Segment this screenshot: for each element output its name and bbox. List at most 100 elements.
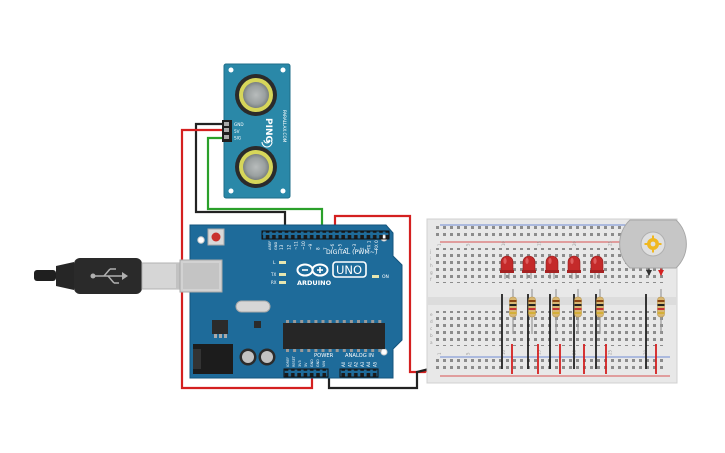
column-number: 10 bbox=[501, 349, 506, 355]
rx-led bbox=[279, 281, 286, 284]
power-header[interactable] bbox=[283, 368, 329, 378]
tx-led bbox=[279, 273, 286, 276]
row-letter: d bbox=[430, 319, 433, 324]
digital-pin-label: 4 bbox=[345, 247, 350, 250]
gear-icon bbox=[644, 235, 662, 253]
resistor[interactable] bbox=[657, 289, 665, 334]
top-power-rail[interactable] bbox=[436, 226, 667, 240]
row-letter: a bbox=[430, 340, 433, 345]
digital-pin-label: 7 bbox=[323, 247, 328, 250]
resistors bbox=[509, 289, 665, 334]
mount-hole bbox=[228, 67, 234, 73]
column-number: 1 bbox=[437, 352, 442, 355]
wire-sensor-5v[interactable] bbox=[180, 128, 314, 390]
small-chip bbox=[254, 321, 261, 328]
capacitor bbox=[239, 348, 257, 366]
uno-text: UNO bbox=[336, 263, 362, 277]
reset-button[interactable] bbox=[207, 228, 225, 246]
red-led[interactable] bbox=[500, 255, 514, 279]
resistor[interactable] bbox=[528, 289, 536, 334]
column-number: 15 bbox=[536, 349, 541, 355]
transducer-top bbox=[235, 74, 277, 116]
digital-pin-label: ~10 bbox=[301, 241, 306, 250]
l-led-label: L bbox=[273, 260, 276, 266]
analog-pin-label: A1 bbox=[347, 361, 352, 367]
row-letter: f bbox=[430, 277, 432, 282]
on-led bbox=[372, 275, 379, 278]
analog-pin-label: A4 bbox=[366, 361, 371, 367]
power-pin-label: IOREF bbox=[286, 357, 290, 367]
crystal bbox=[235, 300, 271, 313]
digital-pin-label: 8 bbox=[316, 247, 321, 250]
voltage-regulator bbox=[212, 320, 228, 334]
digital-pin-label: 13 bbox=[279, 244, 284, 250]
uno-badge: UNO bbox=[332, 261, 367, 278]
resistor[interactable] bbox=[509, 289, 517, 334]
ping-title: PING bbox=[263, 118, 273, 143]
usb-icon bbox=[90, 268, 128, 284]
column-number: 15 bbox=[536, 240, 541, 246]
digital-pin-label: 2 bbox=[359, 247, 364, 250]
column-number: 10 bbox=[501, 240, 506, 246]
sensor-pin-label: SIG bbox=[234, 136, 241, 141]
resistor[interactable] bbox=[574, 289, 582, 334]
breadboard-jumper-wires bbox=[501, 294, 657, 374]
column-number: 25 bbox=[607, 240, 612, 246]
ping-wave-icon bbox=[261, 139, 273, 148]
ping-maker: PARALLAX.COM bbox=[282, 110, 287, 143]
wire-sensor-sig[interactable] bbox=[206, 136, 324, 233]
row-letter: g bbox=[430, 270, 433, 275]
column-number: 1 bbox=[437, 243, 442, 246]
dc-motor[interactable] bbox=[619, 219, 687, 276]
analog-header[interactable] bbox=[339, 368, 379, 378]
bottom-power-rail[interactable] bbox=[436, 359, 667, 373]
lower-terminal-strip[interactable] bbox=[436, 311, 667, 346]
power-pin-label: VIN bbox=[322, 361, 326, 367]
power-jack[interactable] bbox=[193, 344, 233, 374]
red-led[interactable] bbox=[522, 255, 536, 279]
arduino-brand: ARDUINO bbox=[297, 279, 332, 287]
tx-led-label: TX bbox=[270, 272, 276, 277]
mount-hole bbox=[280, 67, 286, 73]
analog-pin-label: A3 bbox=[360, 361, 365, 367]
power-pin-label: GND bbox=[316, 359, 320, 367]
digital-pin-label: ~9 bbox=[308, 243, 313, 250]
red-led[interactable] bbox=[545, 255, 559, 279]
rx-led-label: RX bbox=[271, 280, 277, 285]
digital-pin-label: ~3 bbox=[352, 243, 357, 250]
transducer-bottom bbox=[235, 146, 277, 188]
power-pin-label: GND bbox=[310, 359, 314, 367]
resistor[interactable] bbox=[596, 289, 604, 334]
digital-pin-label: ~11 bbox=[294, 241, 299, 250]
capacitor bbox=[258, 348, 276, 366]
leds bbox=[500, 255, 604, 279]
power-pin-label: 3V3 bbox=[298, 360, 302, 367]
wire-gnd-to-breadboard[interactable] bbox=[327, 366, 434, 390]
wire-sensor-gnd[interactable] bbox=[194, 122, 287, 233]
mount-hole bbox=[380, 348, 388, 356]
mount-hole bbox=[280, 188, 286, 194]
row-letter: e bbox=[430, 312, 433, 317]
resistor[interactable] bbox=[552, 289, 560, 334]
row-letter: h bbox=[430, 263, 433, 268]
digital-header[interactable] bbox=[261, 230, 390, 240]
digital-pin-label: RX 0 bbox=[374, 240, 379, 250]
center-channel bbox=[427, 297, 677, 305]
sensor-pin-label: GND bbox=[234, 122, 244, 127]
digital-pin-label: TX 1 bbox=[367, 240, 372, 251]
analog-pin-label: A5 bbox=[373, 361, 378, 367]
analog-pin-label: A0 bbox=[341, 361, 346, 367]
gnd-label: GND bbox=[274, 242, 278, 250]
column-number: 20 bbox=[572, 240, 577, 246]
red-led[interactable] bbox=[590, 255, 604, 279]
on-label: ON bbox=[382, 274, 389, 280]
usb-cable[interactable] bbox=[34, 258, 183, 294]
red-led[interactable] bbox=[567, 255, 581, 279]
